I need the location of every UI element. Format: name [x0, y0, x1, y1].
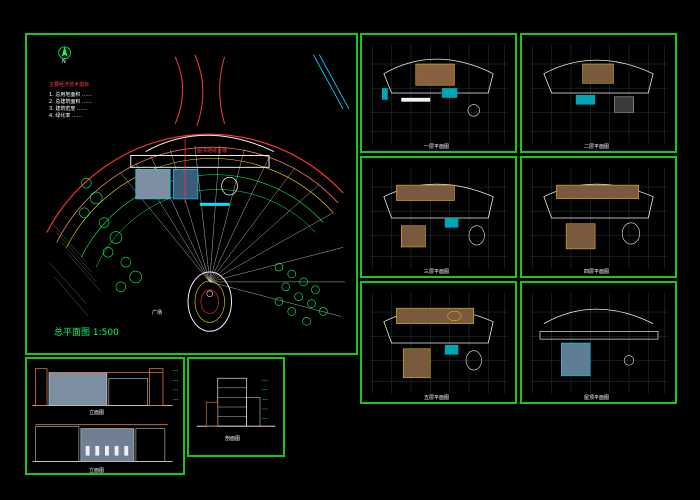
site-plan-title: 总平面图 1:500 [54, 328, 119, 338]
floor-plan-label-1: 一层平面图 [424, 144, 450, 150]
legend-item-2: 2. 总建筑面积 …… [49, 99, 92, 105]
floor-plan-sheet-5: 五层平面图 [360, 281, 517, 404]
legend-item-3: 3. 建筑密度 …… [49, 106, 87, 112]
elevation-bottom [32, 424, 173, 462]
floor-plan-label-3: 三层平面图 [424, 269, 450, 275]
elevation-top-label: 立面图 [89, 410, 105, 416]
site-plan-drawing [46, 45, 350, 332]
section-drawing [196, 377, 276, 427]
floor-plan-label-6: 屋顶平面图 [584, 395, 610, 401]
plaza [187, 271, 232, 332]
floor-plan-drawing [530, 292, 668, 394]
section-label: 剖面图 [225, 436, 241, 442]
floor-plan-drawing [370, 167, 508, 269]
floor-plan-drawing [370, 292, 508, 394]
north-arrow-icon [58, 45, 71, 60]
elevation-drawing [32, 368, 179, 462]
main-building [130, 134, 275, 206]
floor-plan-label-4: 四层平面图 [584, 269, 610, 275]
elevation-top [32, 368, 179, 406]
floor-plan-label-2: 二层平面图 [584, 144, 610, 150]
floor-plan-sheet-2: 二层平面图 [520, 33, 677, 153]
floor-plan-drawing [530, 44, 668, 144]
section-sheet: 剖面图 [187, 357, 285, 457]
building-label: 图书馆综合楼 [197, 148, 228, 154]
elevation-bottom-label: 立面图 [89, 468, 105, 474]
legend-title: 主要经济技术指标 [49, 82, 90, 88]
legend-item-1: 1. 总用地面积 …… [49, 92, 92, 98]
site-plan-sheet: N 主要经济技术指标 1. 总用地面积 …… 2. 总建筑面积 …… 3. 建筑… [25, 33, 358, 355]
elevation-sheet: 立面图 立面图 [25, 357, 185, 475]
floor-plan-sheet-3: 三层平面图 [360, 156, 517, 278]
floor-plan-sheet-1: 一层平面图 [360, 33, 517, 153]
plaza-label: 广场 [152, 310, 163, 316]
river-lines [313, 54, 350, 110]
floor-plan-sheet-6: 屋顶平面图 [520, 281, 677, 404]
floor-plan-drawing [530, 167, 668, 269]
floor-plan-drawing [370, 44, 508, 144]
floor-plan-sheet-4: 四层平面图 [520, 156, 677, 278]
north-label: N [62, 59, 66, 65]
floor-plan-label-5: 五层平面图 [424, 395, 450, 401]
legend-item-4: 4. 绿化率 …… [49, 113, 82, 119]
lawn-hatch [48, 222, 102, 317]
road-lines [174, 54, 226, 127]
trees [79, 177, 328, 326]
